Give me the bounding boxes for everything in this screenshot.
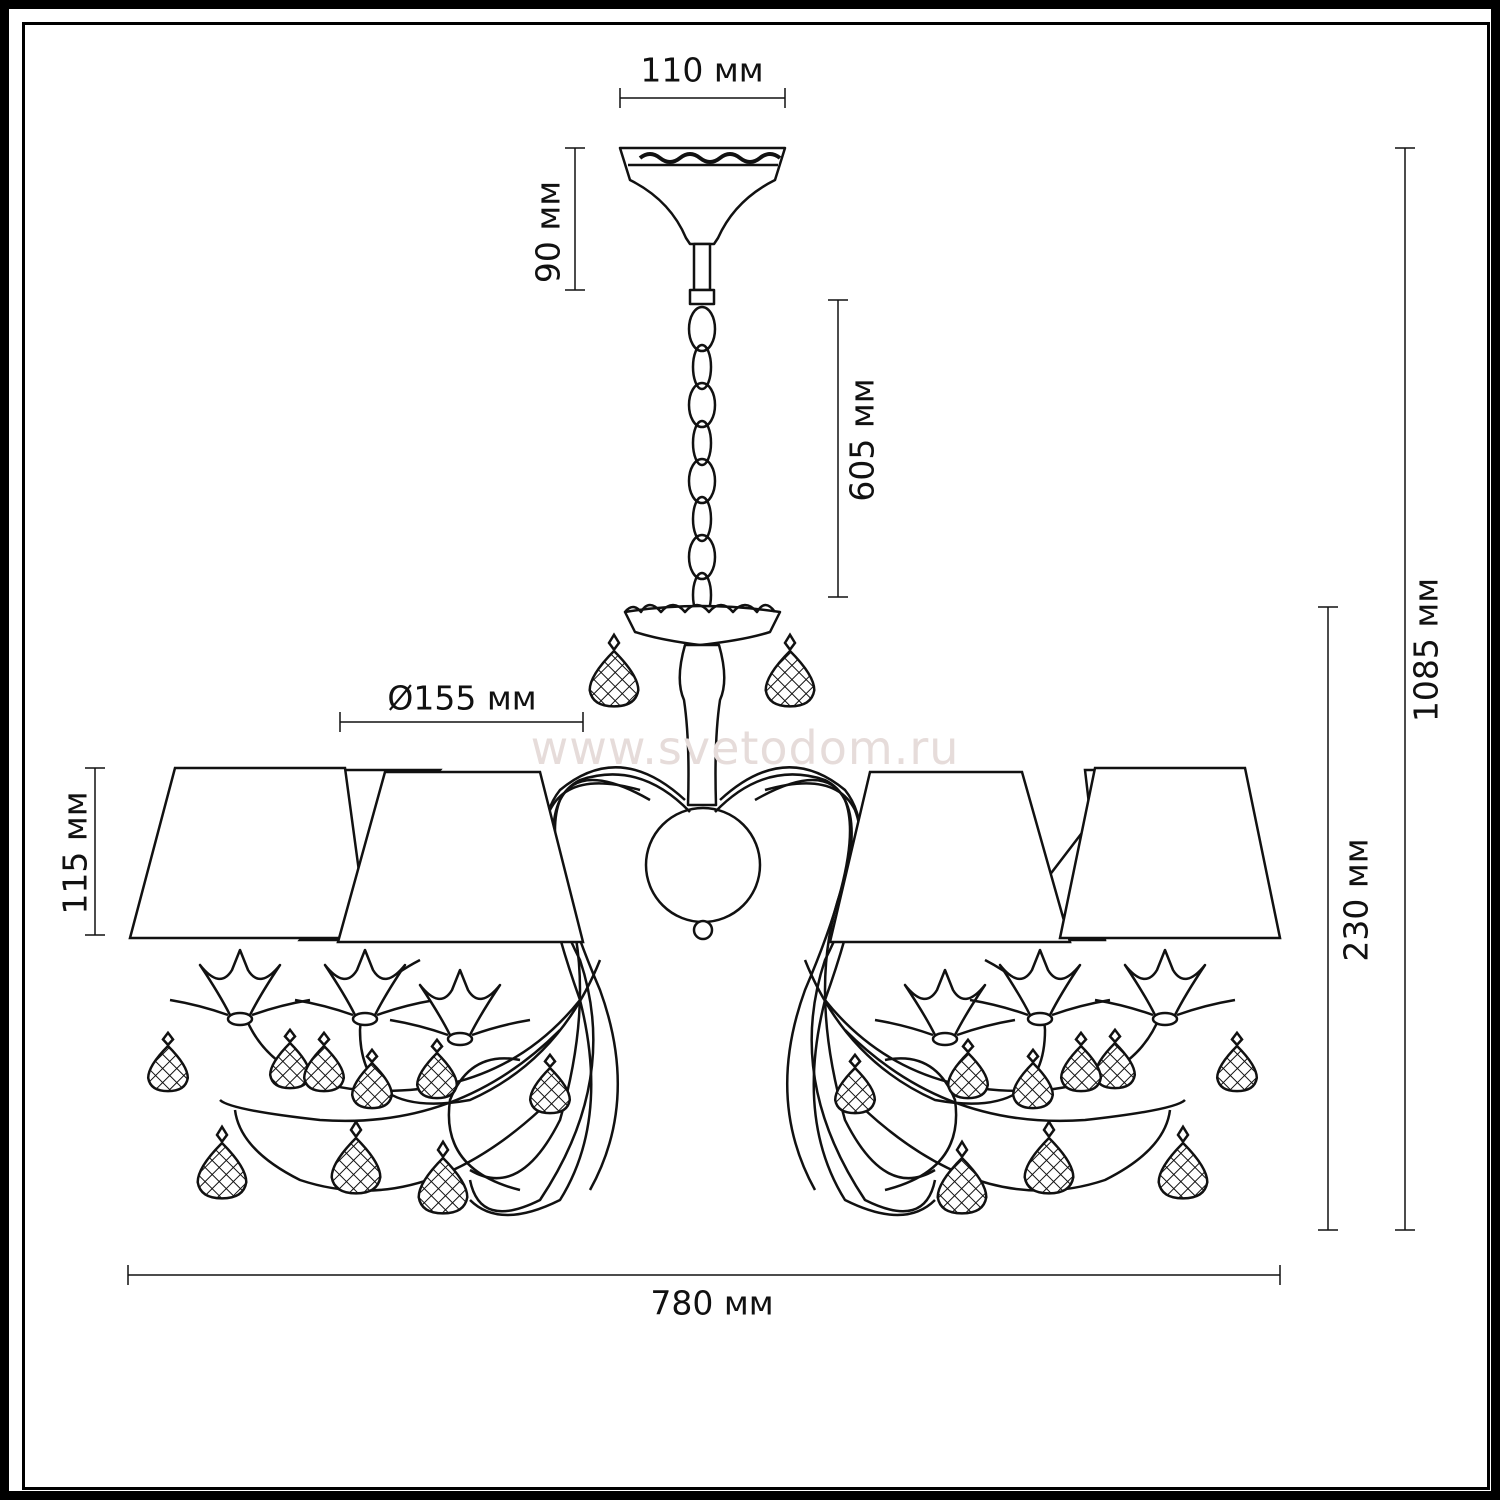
crystal-pendant <box>946 1037 990 1100</box>
crystal-pendant <box>350 1047 394 1110</box>
dim-label-shade-height: 115 мм <box>55 791 95 915</box>
lamp-shade <box>828 770 1072 944</box>
chain-link <box>691 343 713 391</box>
dim-label-canopy-width: 110 мм <box>640 50 764 90</box>
chain-link <box>687 457 717 505</box>
crystal-pendant <box>196 1124 248 1200</box>
inner-frame <box>22 22 1490 1490</box>
dim-line-chain <box>828 299 848 598</box>
arm <box>754 778 852 1191</box>
chain-link <box>687 305 717 353</box>
dim-line-canopy-width <box>619 88 786 108</box>
crystal-pendant <box>528 1052 572 1115</box>
crystal-pendant <box>936 1139 988 1215</box>
lamp-shade <box>1058 766 1282 940</box>
center-stem <box>623 603 782 941</box>
crystal-pendant <box>1023 1119 1075 1195</box>
ceiling-canopy <box>618 146 787 306</box>
dimension-lines <box>85 88 1415 1285</box>
crystals <box>146 632 1259 1215</box>
dim-label-canopy-height: 90 мм <box>528 180 568 284</box>
crystal-pendant <box>833 1052 877 1115</box>
crystal-pendant <box>415 1037 459 1100</box>
chain-link <box>691 495 713 543</box>
candle-cup <box>389 968 531 1047</box>
candle-cup <box>294 948 436 1027</box>
lamp-shade <box>336 770 585 944</box>
candle-cup <box>969 948 1111 1027</box>
crystal-pendant <box>588 632 640 708</box>
dim-line-total-width <box>127 1265 1281 1285</box>
crystal-pendant <box>1157 1124 1209 1200</box>
crystal-pendant <box>1011 1047 1055 1110</box>
arm <box>719 766 937 1213</box>
crystal-pendant <box>417 1139 469 1215</box>
candle-cup <box>1094 948 1236 1027</box>
crystal-pendant <box>146 1030 190 1093</box>
arm <box>219 1029 561 1123</box>
arm <box>447 1057 521 1192</box>
crystal-pendant <box>764 632 816 708</box>
arm <box>468 766 686 1213</box>
watermark: www.svetodom.ru <box>530 721 960 775</box>
crystal-pendant <box>330 1119 382 1195</box>
outer-frame <box>9 9 1491 1491</box>
arm <box>844 1029 1186 1123</box>
dim-line-total-height <box>1395 147 1415 1231</box>
arm <box>553 778 651 1191</box>
chain-link <box>691 419 713 467</box>
dim-line-body-height <box>1318 606 1338 1231</box>
lamp-shades <box>128 766 1282 944</box>
dim-label-chain-length: 605 мм <box>842 378 882 502</box>
arm <box>884 1057 958 1192</box>
arms <box>169 766 1236 1217</box>
lamp-shade <box>128 766 370 940</box>
crystal-pendant <box>302 1030 346 1093</box>
candle-cup <box>169 948 311 1027</box>
dim-label-total-width: 780 мм <box>650 1283 774 1323</box>
dim-line-shade-height <box>85 767 105 936</box>
dim-label-shade-diameter: Ø155 мм <box>387 678 537 718</box>
chain <box>687 305 717 619</box>
dim-line-canopy-height <box>565 147 585 291</box>
dim-label-total-height: 1085 мм <box>1406 577 1446 723</box>
arm <box>233 1109 541 1192</box>
dim-label-body-height: 230 мм <box>1336 838 1376 962</box>
candle-cup <box>874 968 1016 1047</box>
crystal-pendant <box>1215 1030 1259 1093</box>
arm <box>864 1109 1172 1192</box>
chain-link <box>687 533 717 581</box>
crystal-pendant <box>1059 1030 1103 1093</box>
dim-line-shade-diameter <box>339 712 584 732</box>
chain-link <box>687 381 717 429</box>
